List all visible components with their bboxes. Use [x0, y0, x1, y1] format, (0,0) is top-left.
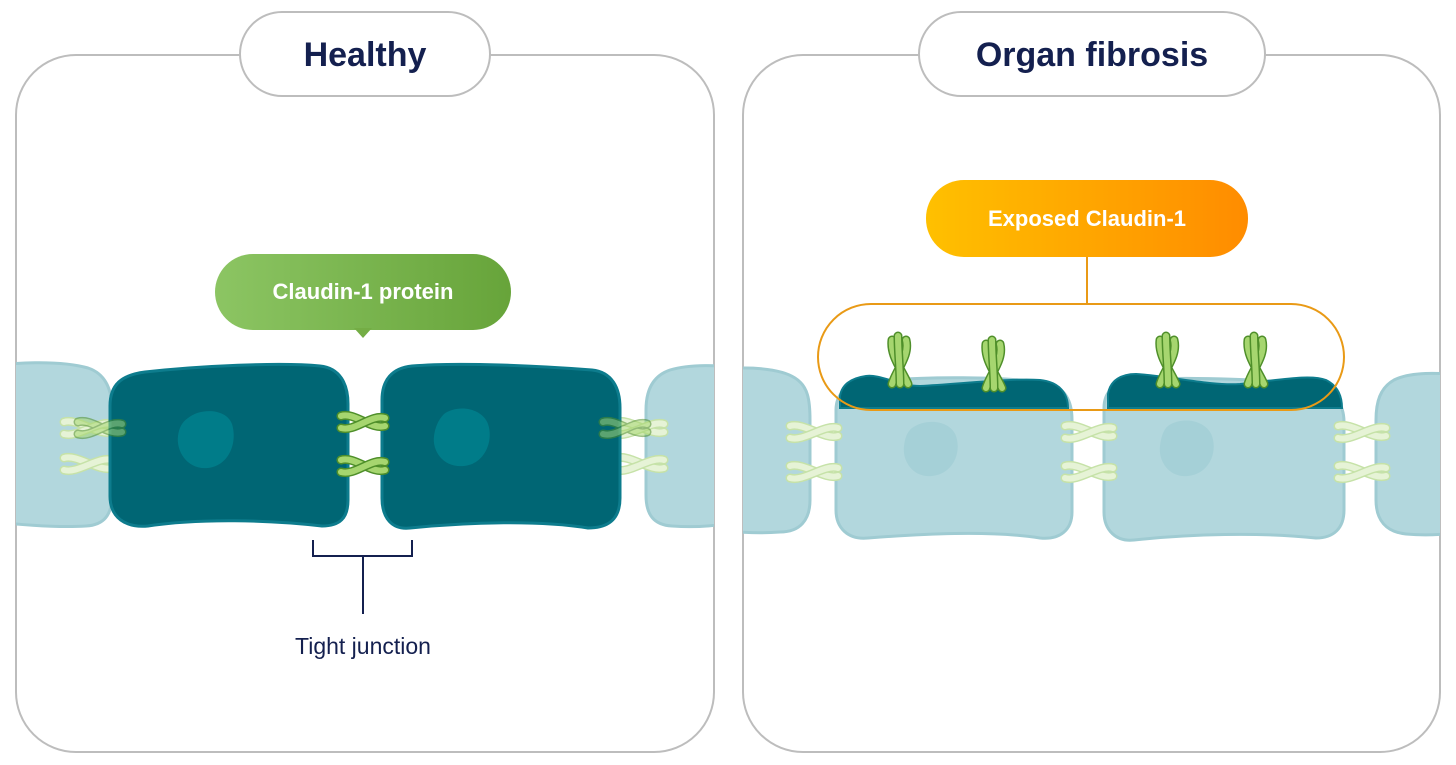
fibrosis-nucleus-left — [903, 421, 958, 477]
exposed-claudin-callout: Exposed Claudin-1 — [926, 180, 1248, 257]
healthy-title: Healthy — [304, 36, 427, 74]
exposed-claudin-3 — [1160, 336, 1176, 384]
fibrosis-cell-layer — [743, 336, 1440, 542]
exposed-claudin-label: Exposed Claudin-1 — [988, 206, 1186, 231]
faded-cell-left — [16, 361, 114, 529]
fibrosis-faded-cell-left — [743, 366, 812, 535]
tight-junction-bracket — [312, 540, 413, 614]
healthy-cell-layer — [16, 361, 714, 530]
exposed-region-outline — [817, 303, 1345, 411]
nucleus-left — [177, 411, 234, 469]
healthy-panel: Healthy Claudin-1 protein Tight junction — [15, 11, 715, 753]
exposed-claudin-2 — [986, 340, 1002, 388]
fibrosis-title-pill: Organ fibrosis — [918, 11, 1266, 97]
nucleus-right — [433, 408, 490, 467]
healthy-cell-right — [380, 362, 622, 530]
fibrosis-panel: Organ fibrosis Exposed Claudin-1 — [742, 11, 1441, 753]
healthy-title-pill: Healthy — [239, 11, 491, 97]
fibrosis-title: Organ fibrosis — [976, 36, 1208, 74]
tight-junction-caption: Tight junction — [295, 633, 431, 659]
claudin-protein-callout: Claudin-1 protein — [215, 254, 511, 338]
exposed-claudin-4 — [1248, 336, 1264, 384]
faded-cell-right — [644, 364, 714, 529]
fibrosis-nucleus-right — [1159, 420, 1214, 477]
fibrosis-faded-cell-right — [1374, 371, 1440, 537]
claudin-protein-label: Claudin-1 protein — [273, 279, 454, 304]
exposed-claudin-1 — [892, 336, 908, 384]
